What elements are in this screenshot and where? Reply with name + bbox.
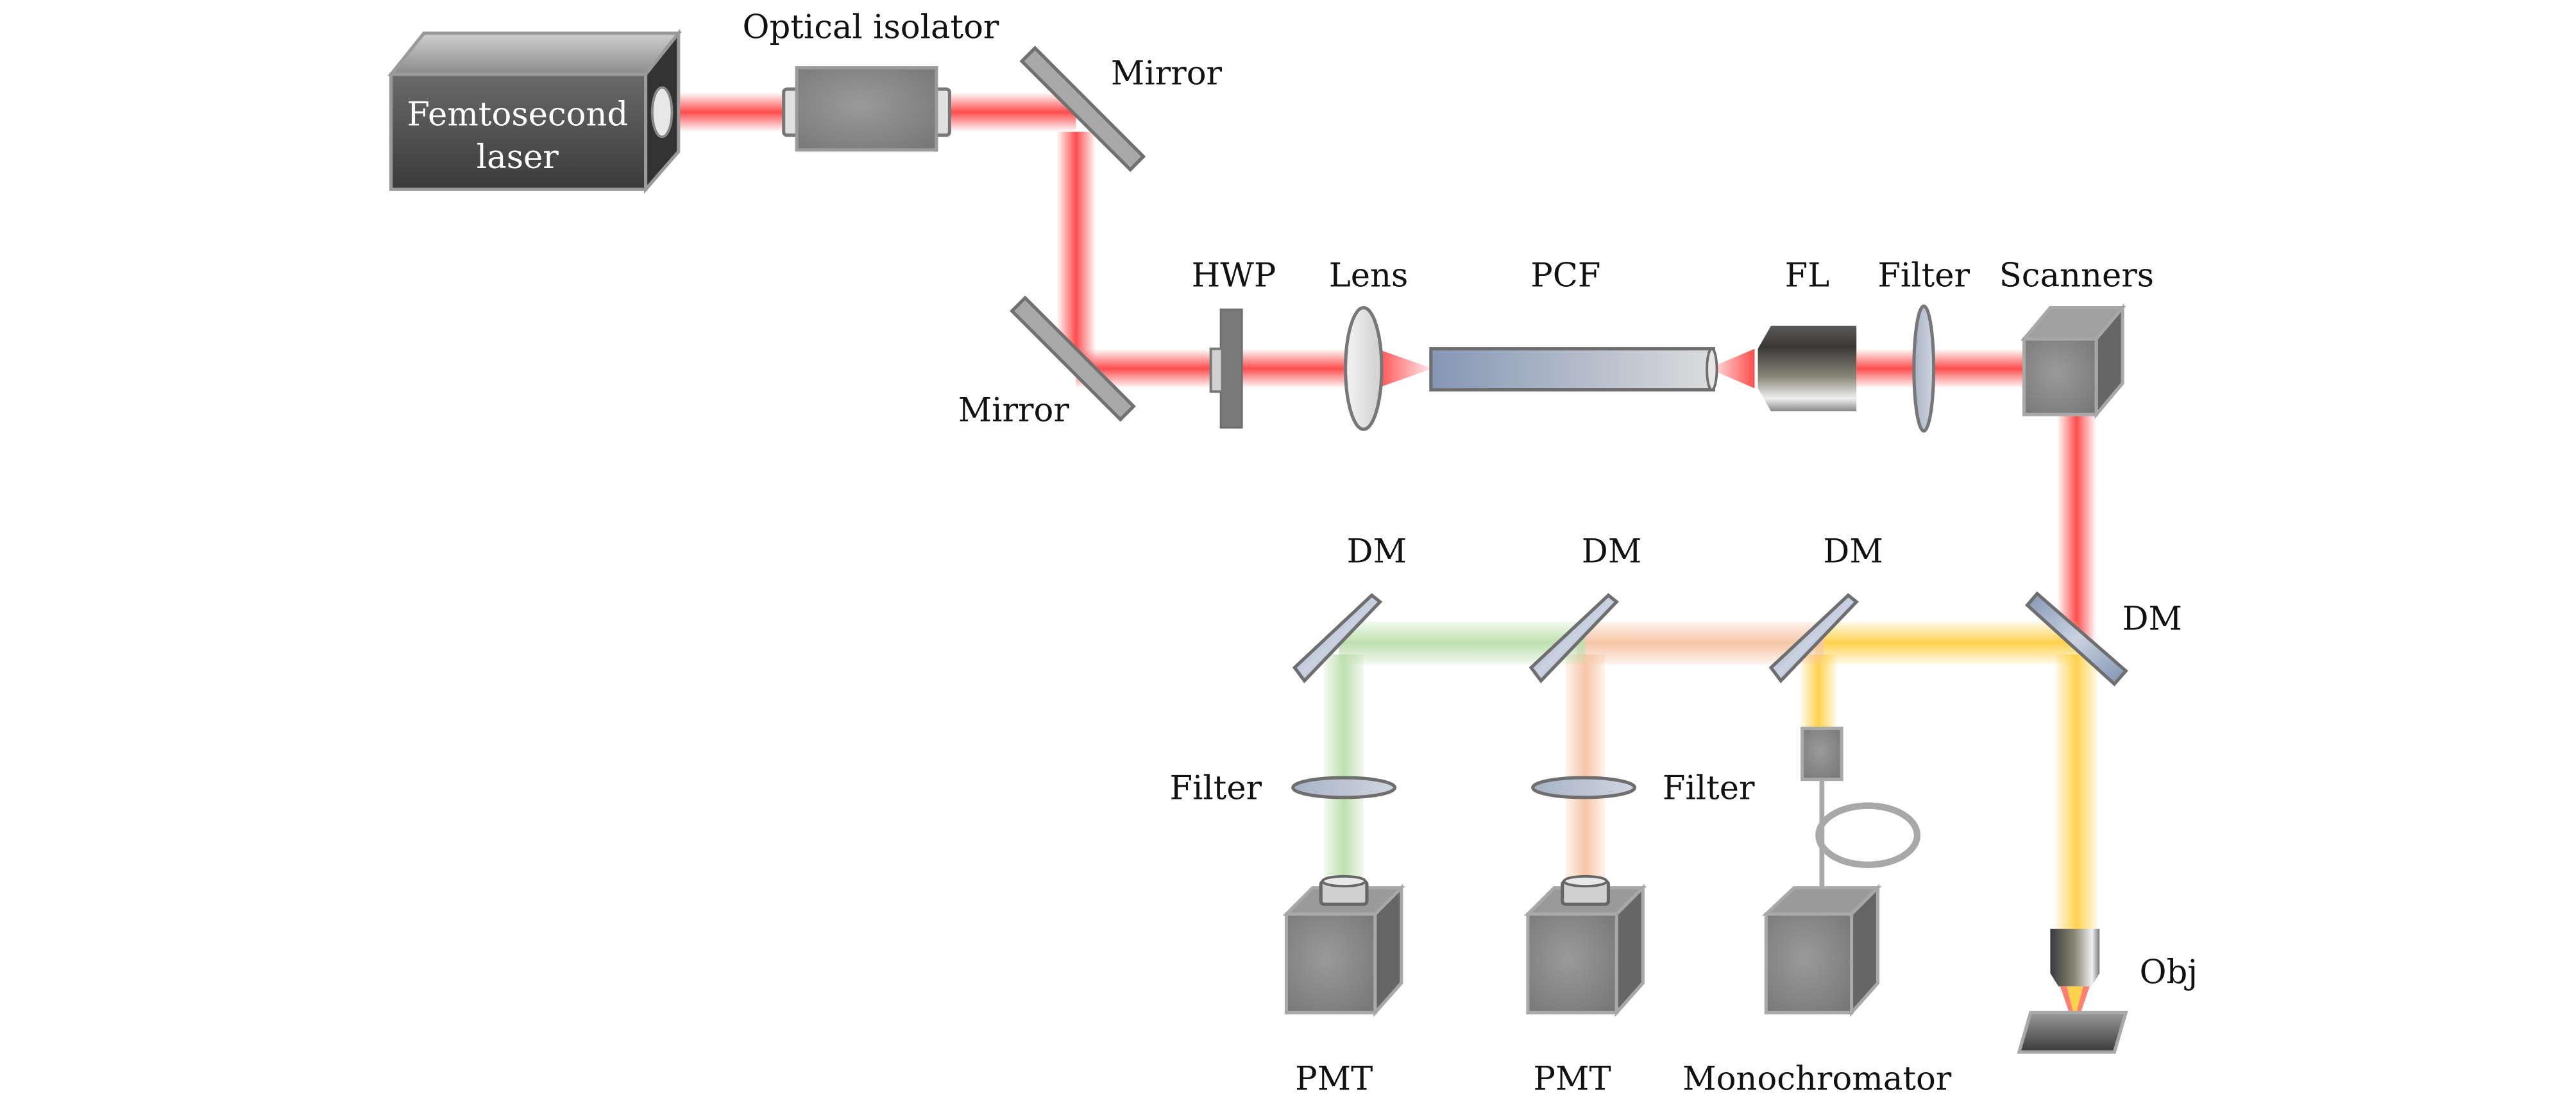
pmt1-window-top	[1321, 875, 1367, 888]
beam-orange-dm2-to-pmt2	[1565, 654, 1606, 885]
obj-barrel	[2050, 928, 2100, 987]
lens-element	[1344, 306, 1384, 431]
filter-top-disc	[1912, 304, 1936, 433]
laser-aperture	[650, 86, 674, 139]
pcf-end-face	[1706, 347, 1718, 391]
laser-top-face	[387, 31, 682, 76]
laser-label-line2: laser	[477, 138, 559, 176]
beam-mirror1-to-mirror2	[1056, 132, 1096, 363]
dm3-label: DM	[1823, 533, 1883, 571]
dichroic-mirror-3: DM	[1768, 533, 1883, 683]
beam-green-dm1-to-pmt1	[1324, 654, 1364, 885]
hwp-plate	[1219, 308, 1243, 429]
mirror-top-plate	[1019, 46, 1146, 173]
mirror-bottom-plate	[1010, 295, 1136, 422]
scanners-front-face	[2022, 337, 2098, 416]
hwp-label: HWP	[1192, 256, 1276, 295]
filter-top-label: Filter	[1877, 256, 1970, 295]
filter-right-disc	[1531, 776, 1636, 799]
dm1-plate	[1292, 593, 1383, 683]
dm4-label: DM	[2122, 600, 2182, 638]
beam-lens-focus-cone	[1377, 348, 1433, 389]
dichroic-mirror-2: DM	[1529, 533, 1642, 683]
laser-front-face	[389, 73, 648, 191]
mirror-bottom-label: Mirror	[958, 391, 1070, 429]
isolator-body	[795, 66, 938, 152]
filter-right: Filter	[1531, 769, 1755, 807]
mirror-top-label: Mirror	[1111, 54, 1223, 92]
objective-label: Obj	[2139, 953, 2198, 991]
beam-yellow-dm3-to-mono	[1801, 654, 1837, 730]
lens-label: Lens	[1329, 256, 1409, 295]
beam-fl-to-scanners	[1856, 348, 2024, 389]
hwp-window	[1209, 347, 1224, 393]
focusing-lens-barrel: FL	[1758, 256, 1857, 411]
dm4-plate	[2024, 591, 2128, 687]
filter-top: Filter	[1877, 256, 1970, 433]
dm1-label: DM	[1347, 533, 1407, 571]
fiber-loop	[1815, 802, 1921, 868]
dichroic-mirror-1: DM	[1292, 533, 1407, 683]
fl-label: FL	[1785, 256, 1830, 295]
beam-fl-focus-cone	[1708, 348, 1755, 389]
pmt1-front-face	[1284, 912, 1377, 1014]
femtosecond-laser: Femtosecond laser	[387, 28, 682, 194]
dichroic-mirror-4: DM	[2024, 591, 2182, 687]
filter-left-label: Filter	[1169, 769, 1262, 807]
objective: Obj	[2017, 928, 2198, 1054]
dm2-label: DM	[1582, 533, 1642, 571]
pcf-body	[1429, 347, 1715, 392]
filter-right-label: Filter	[1663, 769, 1755, 807]
fl-barrel	[1758, 325, 1857, 411]
pcf-label: PCF	[1530, 256, 1600, 295]
pmt-1: PMT	[1282, 875, 1405, 1098]
beam-yellow-dm4-to-dm3	[1815, 621, 2078, 665]
dm2-plate	[1529, 593, 1620, 683]
beam-scanners-to-dm4	[2056, 411, 2097, 642]
scanners: Scanners	[1999, 256, 2154, 420]
pmt2-window-top	[1563, 875, 1608, 888]
monochromator-label: Monochromator	[1682, 1060, 1952, 1098]
pmt-2: PMT	[1523, 875, 1647, 1098]
fiber-coupler	[1801, 726, 1843, 781]
scanners-label: Scanners	[1999, 256, 2154, 295]
sample-stage	[2017, 1011, 2128, 1054]
mirror-bottom: Mirror	[958, 295, 1136, 429]
pmt2-front-face	[1526, 912, 1618, 1014]
half-wave-plate: HWP	[1192, 256, 1276, 429]
beam-yellow-dm4-to-obj	[2055, 654, 2098, 931]
pmt1-label: PMT	[1295, 1060, 1373, 1098]
pmt2-label: PMT	[1534, 1060, 1611, 1098]
optical-isolator: Optical isolator	[742, 8, 999, 152]
lens: Lens	[1329, 256, 1409, 431]
filter-left-disc	[1291, 776, 1397, 799]
monochromator: Monochromator	[1682, 726, 1952, 1098]
isolator-label: Optical isolator	[742, 8, 999, 47]
photonic-crystal-fiber: PCF	[1429, 256, 1718, 392]
dm3-plate	[1768, 593, 1859, 683]
mirror-top: Mirror	[1019, 46, 1223, 173]
mono-front-face	[1764, 912, 1854, 1014]
obj-focus-core	[2067, 986, 2083, 1020]
filter-left: Filter	[1169, 769, 1397, 807]
laser-label-line1: Femtosecond	[407, 95, 628, 133]
